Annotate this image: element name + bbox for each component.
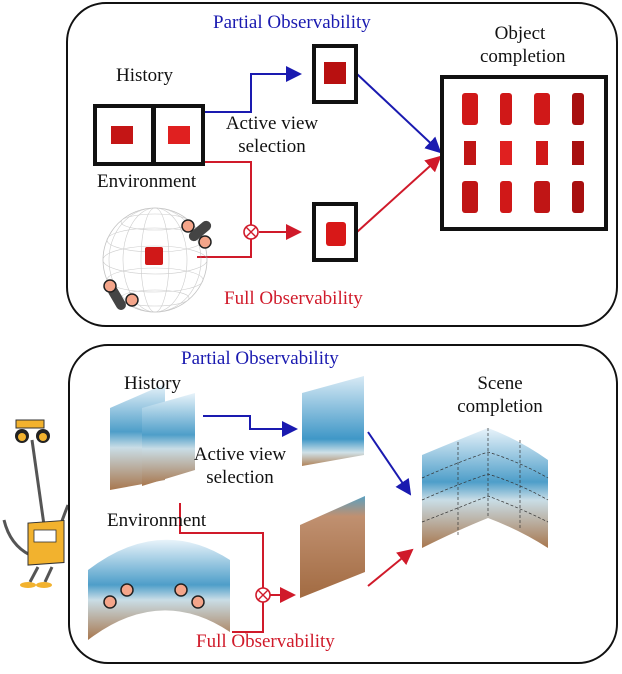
- partial-to-completion-bottom: [367, 431, 412, 496]
- full-path-top: [203, 161, 252, 237]
- mug-icon: [500, 181, 512, 213]
- camera-icon: [103, 583, 205, 609]
- history-label-top: History: [116, 65, 173, 86]
- partial-to-completion-top: [356, 73, 442, 154]
- mug-icon: [500, 141, 512, 165]
- environment-label-bottom: Environment: [107, 510, 207, 531]
- partial-observability-label-bottom: Partial Observability: [181, 348, 339, 369]
- active-view-label-top: Active view selection: [222, 114, 322, 156]
- environment-panorama: [88, 539, 230, 640]
- full-path-bottom: [179, 503, 264, 595]
- partial-observability-label-top: Partial Observability: [213, 12, 371, 33]
- history-label-bottom: History: [124, 373, 181, 394]
- active-view-line2: selection: [238, 136, 306, 157]
- mug-icon: [572, 93, 584, 125]
- completion-line1: Object: [494, 23, 546, 44]
- mug-icon: [462, 93, 478, 125]
- camera-icon: [103, 219, 212, 310]
- history-view-2: [142, 393, 195, 486]
- full-env-path-top: [197, 237, 252, 258]
- completion-label-top: Object completion: [480, 23, 566, 67]
- mug-icon: [572, 181, 584, 213]
- full-view-box: [312, 202, 358, 262]
- full-to-completion-bottom: [367, 548, 414, 587]
- full-env-path-bottom: [232, 600, 264, 633]
- scene-completion-panel: [68, 344, 618, 664]
- object-completion-grid: [440, 75, 608, 231]
- partial-view-image: [302, 376, 364, 466]
- completion-line2: completion: [480, 46, 566, 67]
- environment-label-top: Environment: [97, 171, 197, 192]
- mug-icon: [326, 222, 346, 246]
- full-to-completion-top: [356, 155, 442, 233]
- mug-icon: [462, 181, 478, 213]
- active-view-label-bottom: Active view selection: [190, 445, 290, 487]
- mug-icon: [500, 93, 512, 125]
- mug-icon: [168, 126, 190, 144]
- active-view-line2: selection: [206, 467, 274, 488]
- history-view-box-1: [93, 104, 155, 166]
- partial-path-bottom: [203, 415, 298, 437]
- full-observability-label-top: Full Observability: [224, 288, 363, 309]
- mug-icon: [572, 141, 584, 165]
- full-view-image: [300, 496, 365, 598]
- active-view-line1: Active view: [193, 444, 287, 465]
- completion-label-bottom: Scene completion: [450, 374, 550, 416]
- view-sphere: [102, 207, 208, 313]
- mug-icon: [324, 62, 346, 84]
- partial-view-box: [312, 44, 358, 104]
- partial-path-top: [203, 66, 302, 113]
- mug-icon: [145, 247, 163, 265]
- mug-icon: [534, 181, 550, 213]
- completion-line2: completion: [457, 396, 543, 417]
- full-observability-label-bottom: Full Observability: [196, 631, 335, 652]
- mug-icon: [111, 126, 133, 144]
- active-view-line1: Active view: [225, 113, 319, 134]
- mug-icon: [536, 141, 548, 165]
- scene-completion-panorama: [421, 428, 549, 548]
- mug-icon: [464, 141, 476, 165]
- history-view-box-2: [152, 104, 205, 166]
- mug-icon: [534, 93, 550, 125]
- completion-line1: Scene: [477, 373, 523, 394]
- robot-mascot-icon: [2, 419, 70, 588]
